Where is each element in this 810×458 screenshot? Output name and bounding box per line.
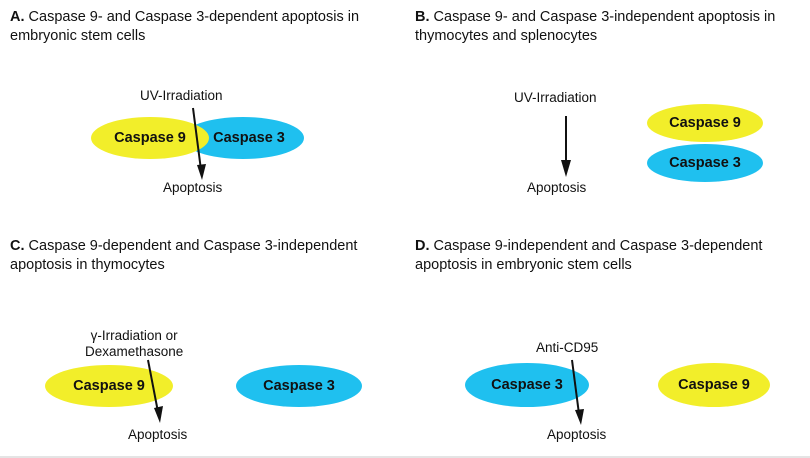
panel-d-outcome: Apoptosis <box>547 427 607 442</box>
panel-d-letter: D. <box>415 238 430 254</box>
panel-d-caspase9-oval: Caspase 9 <box>658 363 770 407</box>
panel-c-outcome: Apoptosis <box>128 427 188 442</box>
panel-d-caspase3-oval: Caspase 3 <box>465 363 589 407</box>
panel-d-stimulus: Anti-CD95 <box>536 340 599 355</box>
panel-b-caspase3-oval: Caspase 3 <box>647 144 763 182</box>
panel-b-title-text: Caspase 9- and Caspase 3-independent apo… <box>415 9 776 44</box>
panel-c: C. Caspase 9-dependent and Caspase 3-ind… <box>0 229 405 458</box>
panel-b-caspase9-oval: Caspase 9 <box>647 104 763 142</box>
panel-a-title: A. Caspase 9- and Caspase 3-dependent ap… <box>10 8 395 46</box>
panel-b-outcome: Apoptosis <box>527 180 587 195</box>
panel-c-letter: C. <box>10 238 25 254</box>
panel-c-title: C. Caspase 9-dependent and Caspase 3-ind… <box>10 237 395 275</box>
panel-d-title-text: Caspase 9-independent and Caspase 3-depe… <box>415 238 763 273</box>
panel-d: D. Caspase 9-independent and Caspase 3-d… <box>405 229 810 458</box>
panel-c-stimulus-line-1: γ-Irradiation or <box>90 328 178 343</box>
panel-c-title-text: Caspase 9-dependent and Caspase 3-indepe… <box>10 238 358 273</box>
panel-a-caspase9-oval: Caspase 9 <box>91 117 209 159</box>
panel-d-title: D. Caspase 9-independent and Caspase 3-d… <box>415 237 800 275</box>
panel-c-caspase9-oval: Caspase 9 <box>45 365 173 407</box>
panel-c-caspase3-oval: Caspase 3 <box>236 365 362 407</box>
panel-b-stimulus: UV-Irradiation <box>514 90 597 105</box>
panel-a-stimulus: UV-Irradiation <box>140 88 223 103</box>
panel-a-letter: A. <box>10 9 25 25</box>
panel-a: A. Caspase 9- and Caspase 3-dependent ap… <box>0 0 405 229</box>
panel-c-stimulus-line-2: Dexamethasone <box>85 344 184 359</box>
panel-a-outcome: Apoptosis <box>163 180 223 195</box>
bottom-divider <box>0 456 810 458</box>
panel-b: B. Caspase 9- and Caspase 3-independent … <box>405 0 810 229</box>
panel-a-title-text: Caspase 9- and Caspase 3-dependent apopt… <box>10 9 360 44</box>
panel-b-title: B. Caspase 9- and Caspase 3-independent … <box>415 8 800 46</box>
panel-c-stimulus: γ-Irradiation or Dexamethasone <box>85 328 183 360</box>
panel-b-letter: B. <box>415 9 430 25</box>
